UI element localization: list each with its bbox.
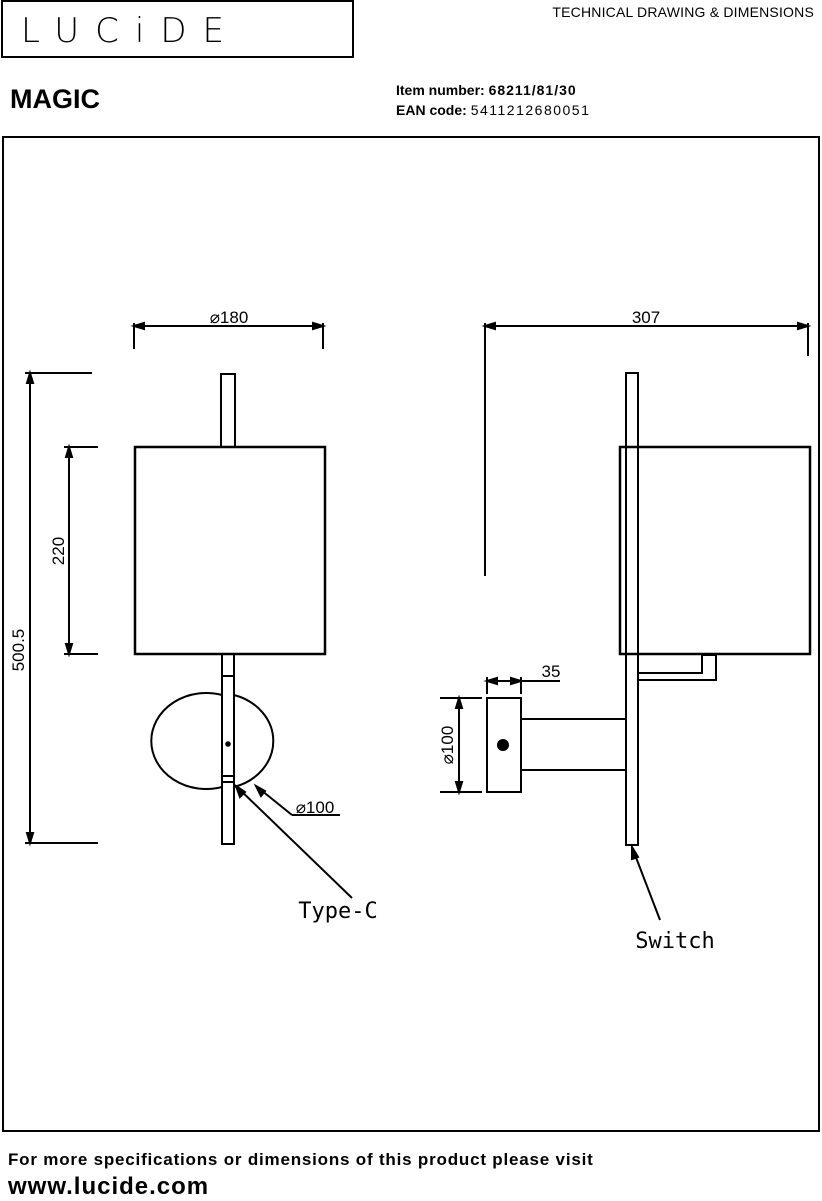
front-top-rod — [220, 373, 236, 448]
front-width-label: ⌀180 — [210, 308, 249, 327]
switch-leader — [631, 846, 661, 921]
ean-row: EAN code: 5411212680051 — [396, 100, 590, 120]
front-lower-rod — [221, 653, 235, 845]
total-height-label: 500.5 — [9, 629, 28, 672]
type-c-leader — [235, 785, 353, 899]
side-shade — [618, 445, 812, 656]
depth-label: 307 — [632, 308, 660, 327]
brand-logo-text: LUCiDE — [21, 11, 240, 51]
ean-value: 5411212680051 — [470, 102, 591, 118]
side-rod — [625, 372, 639, 846]
brand-logo: LUCiDE — [1, 0, 354, 58]
side-base-diameter-label: ⌀100 — [438, 726, 457, 765]
screw-dot — [225, 741, 231, 747]
front-base-disc-right — [233, 694, 275, 788]
item-number-label: Item number: — [396, 82, 485, 98]
arrowhead — [64, 643, 74, 658]
switch-callout: Switch — [635, 929, 714, 954]
arrowhead — [25, 832, 35, 847]
item-number-value: 68211/81/30 — [488, 82, 577, 98]
footer-url[interactable]: www.lucide.com — [8, 1173, 210, 1200]
product-name: MAGIC — [10, 84, 100, 114]
base-diameter-label: ⌀100 — [296, 798, 335, 817]
item-number-row: Item number: 68211/81/30 — [396, 80, 590, 100]
front-shade — [133, 445, 327, 656]
ean-label: EAN code: — [396, 102, 467, 118]
base-depth-label: 35 — [542, 662, 561, 681]
arrowhead — [510, 676, 525, 686]
side-arm — [520, 718, 627, 771]
side-screw — [497, 739, 509, 751]
arrowhead — [454, 781, 464, 796]
switch-knob — [638, 654, 717, 681]
arrowhead — [312, 321, 327, 331]
document-title: TECHNICAL DRAWING & DIMENSIONS — [552, 4, 814, 20]
arrowhead — [631, 843, 640, 861]
arrowhead — [234, 783, 247, 799]
arrowhead — [130, 321, 145, 331]
type-c-callout: Type-C — [298, 899, 377, 924]
arrowhead — [25, 369, 35, 384]
arrowhead — [483, 676, 498, 686]
side-view — [440, 321, 812, 921]
arrowhead — [64, 443, 74, 458]
product-info: Item number: 68211/81/30 EAN code: 54112… — [396, 80, 590, 120]
arrowhead — [481, 321, 496, 331]
shade-height-label: 220 — [49, 537, 68, 565]
front-base-disc-left — [150, 692, 223, 790]
front-view — [25, 321, 353, 899]
footer-text: For more specifications or dimensions of… — [8, 1150, 594, 1169]
drawing-frame — [2, 136, 820, 1132]
side-base — [486, 697, 522, 793]
arrowhead — [454, 694, 464, 709]
arrowhead — [253, 783, 267, 798]
arrowhead — [797, 321, 812, 331]
